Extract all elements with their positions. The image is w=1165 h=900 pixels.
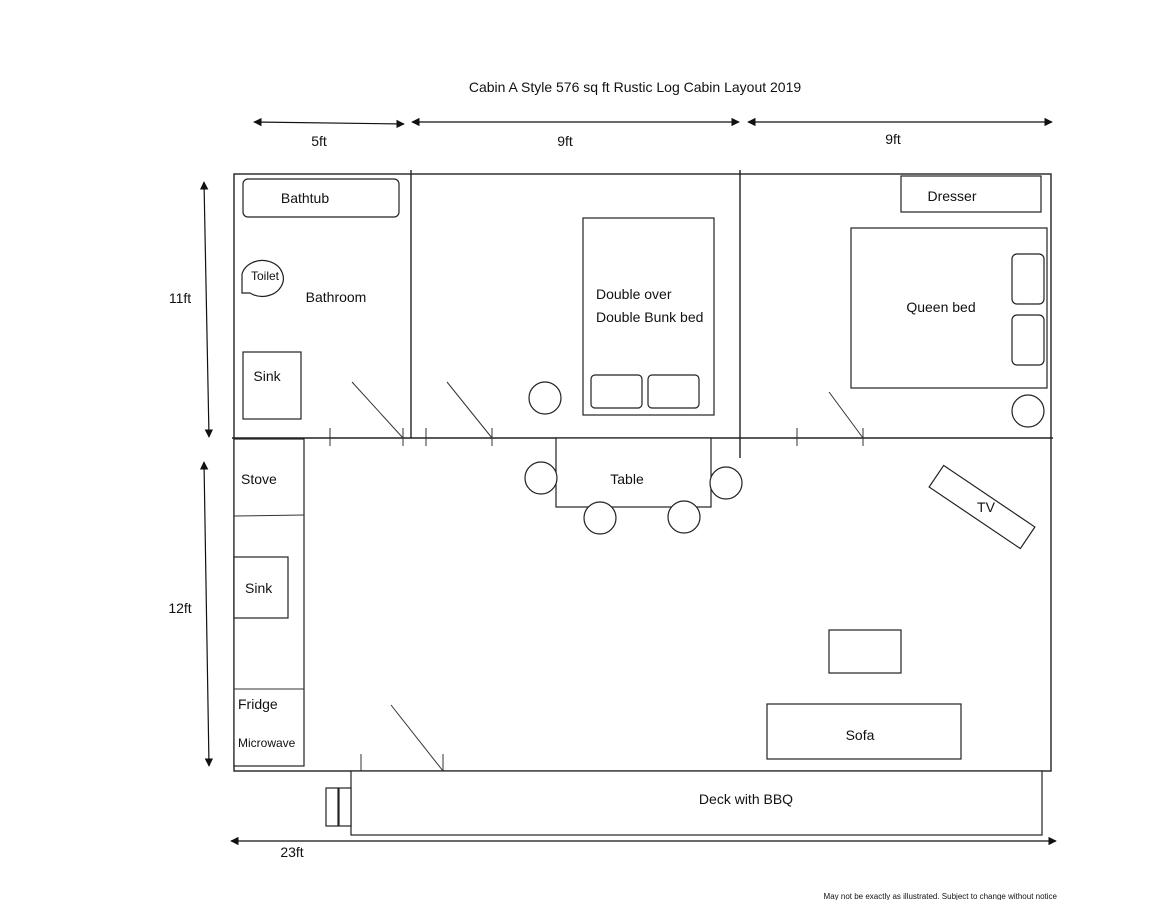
bunk-bed-pillow-left — [590, 374, 643, 409]
deck-step-inner — [338, 787, 352, 827]
sofa — [766, 703, 962, 760]
dimension-bottom: 23ft — [230, 836, 1057, 860]
tv — [928, 464, 1036, 550]
dimension-label-left-upper: 11ft — [169, 290, 191, 306]
chair-bottom-right — [667, 500, 701, 534]
bathtub — [242, 178, 400, 218]
microwave-label: Microwave — [238, 736, 296, 750]
door-bathroom — [329, 381, 404, 446]
bathroom-sink — [242, 351, 302, 420]
fridge-label: Fridge — [238, 696, 278, 712]
disclaimer: May not be exactly as illustrated. Subje… — [824, 892, 1058, 900]
dimension-left-upper: 11ft — [169, 181, 214, 438]
toilet-label: Toilet — [251, 269, 280, 283]
tv-label: TV — [977, 499, 996, 515]
kitchen-sink-label: Sink — [245, 580, 273, 596]
stove-label: Stove — [241, 471, 277, 487]
dimension-top-middle: 9ft — [411, 117, 740, 149]
dresser-label: Dresser — [927, 188, 976, 204]
dimension-label-top-middle: 9ft — [557, 133, 573, 149]
dimension-label-top-right: 9ft — [885, 131, 901, 147]
door-front — [360, 704, 444, 772]
bunk-bed-pillow-right — [647, 374, 700, 409]
chair-left — [524, 461, 558, 495]
queen-bed-pillow-bottom — [1011, 314, 1045, 366]
bathroom-sink-label: Sink — [253, 368, 281, 384]
kitchen-sink — [233, 556, 289, 619]
bunk-room-stool — [528, 381, 562, 415]
dimension-left-lower: 12ft — [168, 461, 214, 767]
bunk-bed-label-line2: Double Bunk bed — [596, 309, 703, 325]
queen-bed-label: Queen bed — [906, 299, 975, 315]
dimension-label-top-left: 5ft — [311, 133, 327, 149]
dimension-top-right: 9ft — [747, 117, 1053, 147]
bathtub-label: Bathtub — [281, 190, 329, 206]
chair-right — [709, 466, 743, 500]
coffee-table — [828, 629, 902, 674]
dresser — [900, 175, 1042, 213]
toilet — [241, 259, 284, 297]
deck — [350, 770, 1043, 836]
bedroom-nightstand — [1011, 394, 1045, 428]
dimension-label-bottom: 23ft — [280, 844, 303, 860]
page-title: Cabin A Style 576 sq ft Rustic Log Cabin… — [469, 79, 802, 95]
queen-bed-pillow-top — [1011, 253, 1045, 305]
deck-label: Deck with BBQ — [699, 791, 793, 807]
chair-bottom-left — [583, 501, 617, 535]
dimension-top-left: 5ft — [253, 117, 405, 149]
sofa-label: Sofa — [846, 727, 875, 743]
dimension-label-left-lower: 12ft — [168, 600, 191, 616]
dining-table — [555, 437, 712, 508]
bunk-bed-label-line1: Double over — [596, 286, 672, 302]
counter-divider-stove — [233, 514, 305, 517]
bathroom-label: Bathroom — [306, 289, 367, 305]
dining-table-label: Table — [610, 471, 644, 487]
deck-step-outer — [325, 787, 339, 827]
door-bunk-room — [425, 381, 493, 446]
door-master-bedroom — [796, 391, 864, 446]
